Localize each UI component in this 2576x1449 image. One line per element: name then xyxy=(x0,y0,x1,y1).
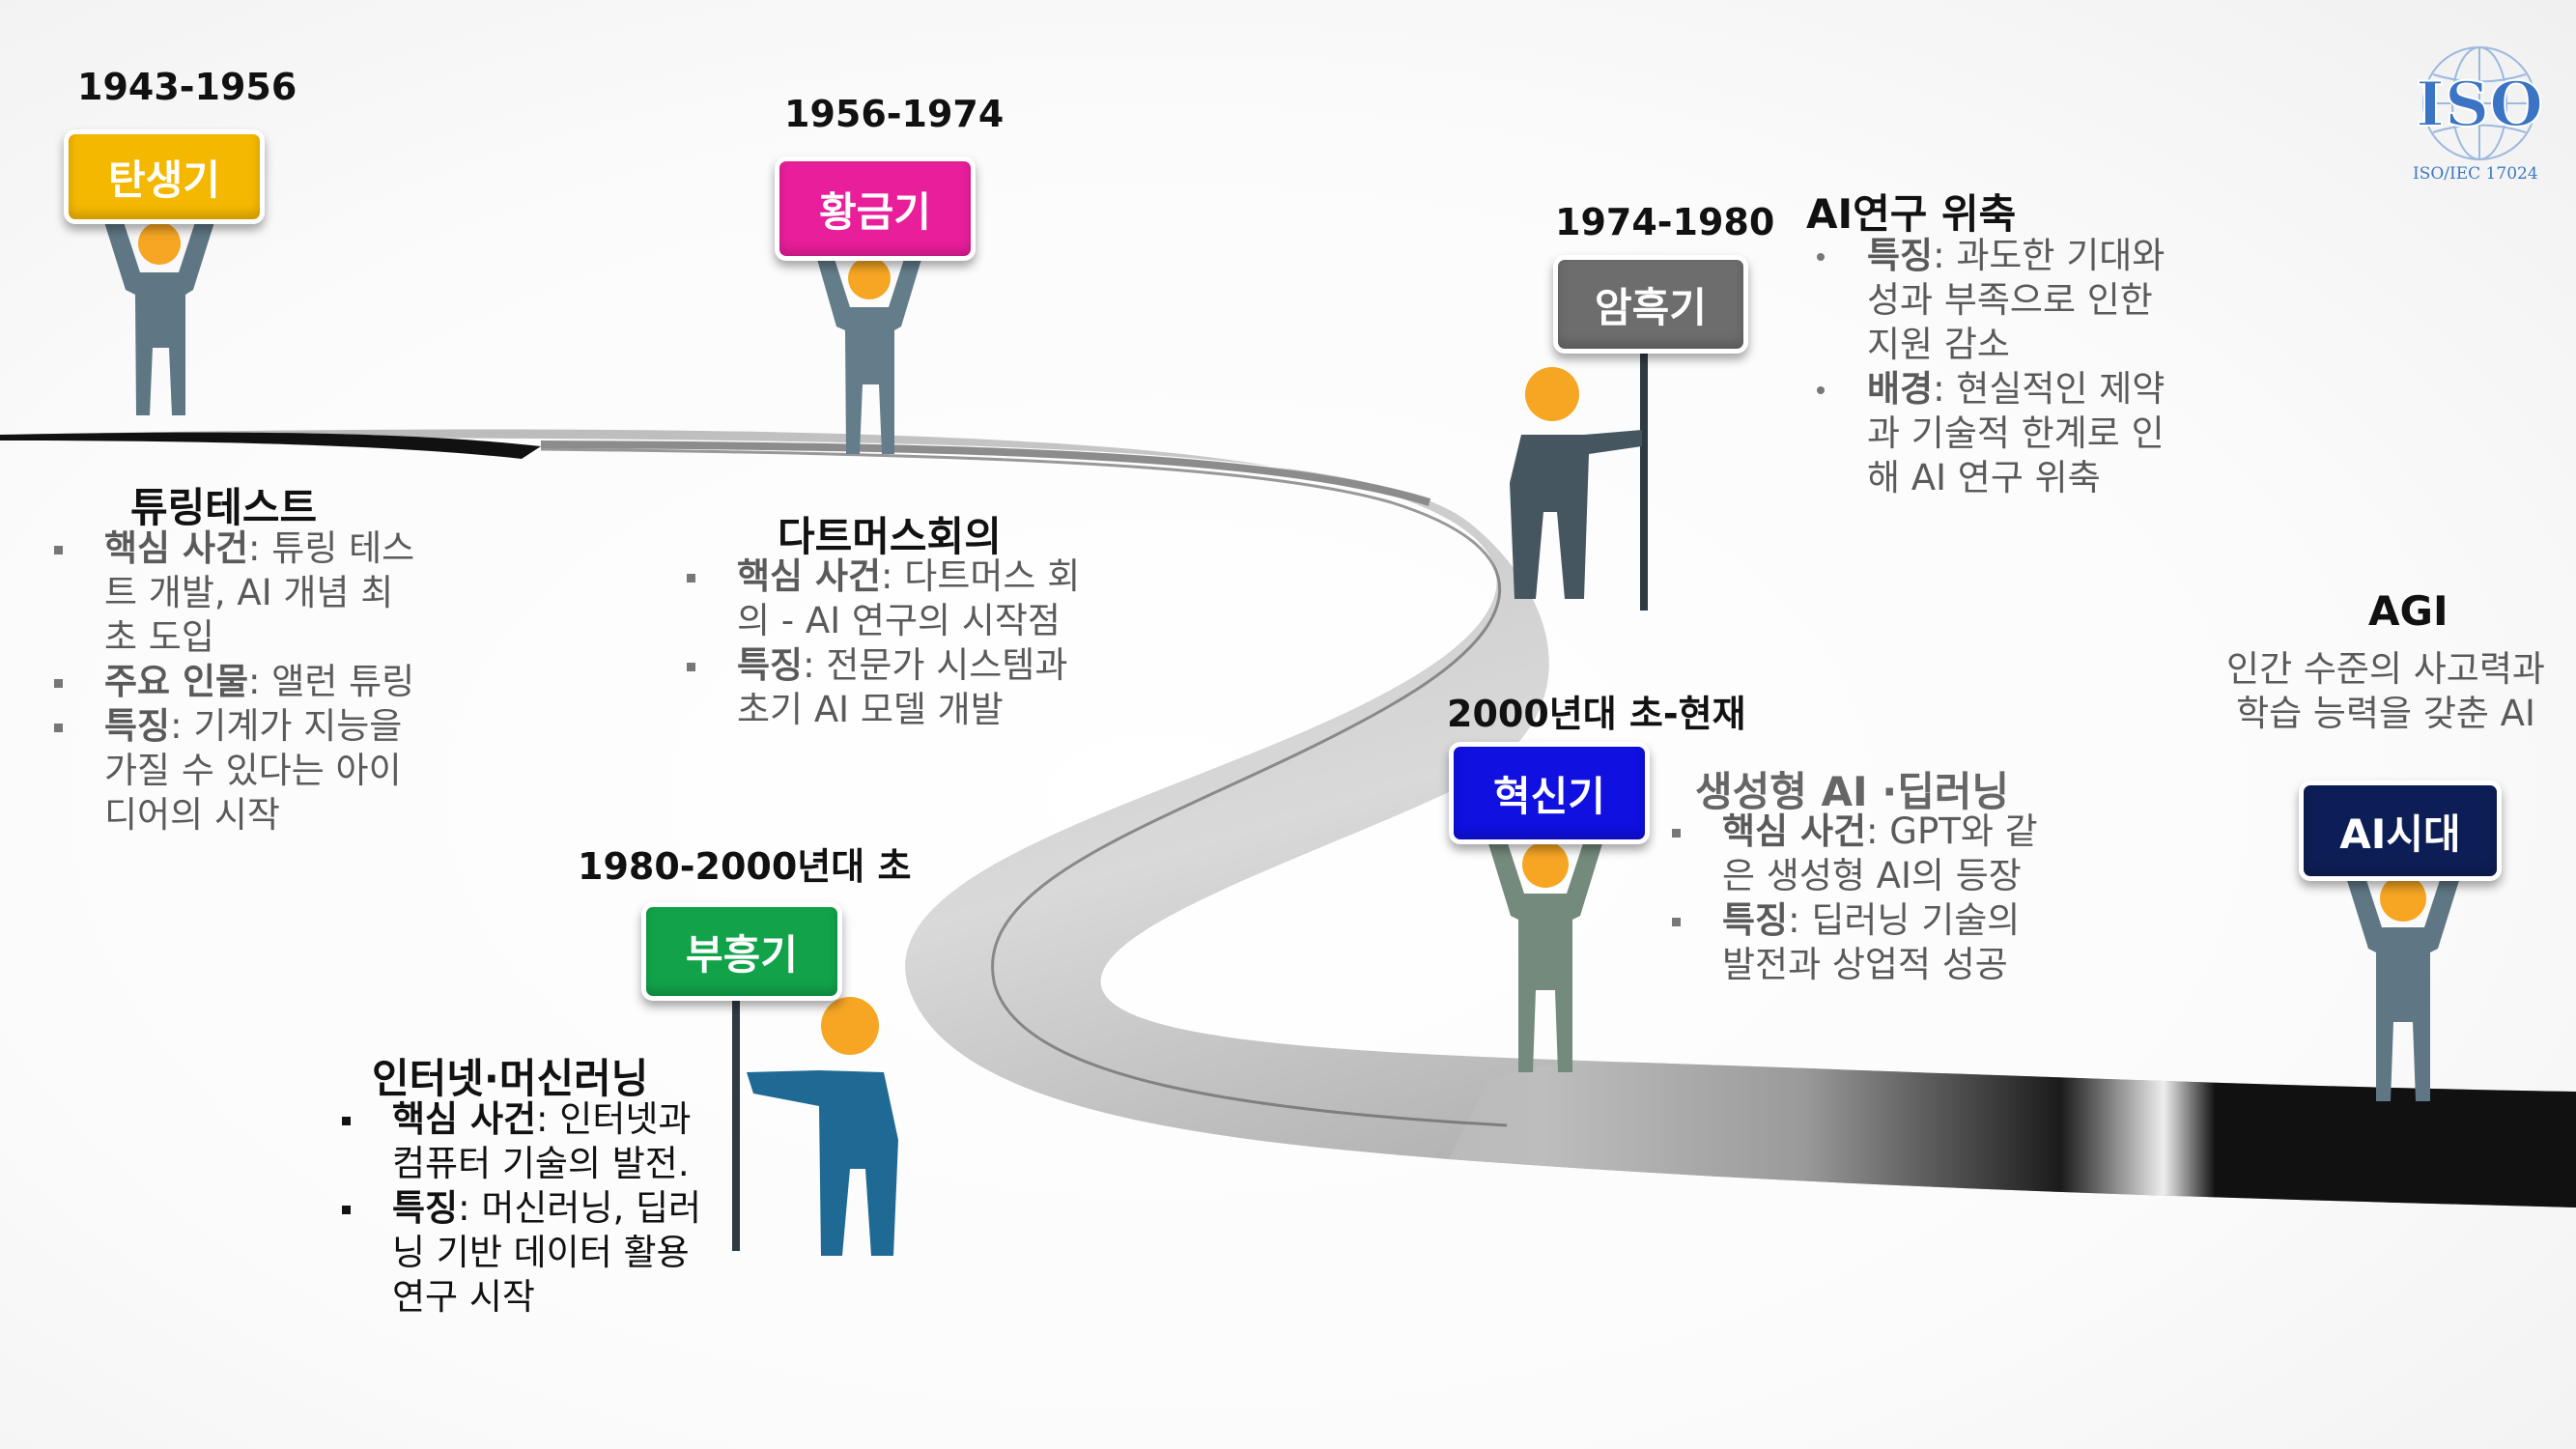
stage1-points: 핵심 사건: 튜링 테스트 개발, AI 개념 최초 도입 주요 인물: 앨런 … xyxy=(48,526,415,838)
stage1-point-1: 핵심 사건: 튜링 테스트 개발, AI 개념 최초 도입 xyxy=(48,526,415,660)
person-figure-5 xyxy=(1487,840,1603,1072)
person-figure-2 xyxy=(816,256,922,454)
stage1-heading: 튜링테스트 xyxy=(130,484,318,531)
iso-subtitle: ISO/IEC 17024 xyxy=(2413,164,2538,184)
stage2-sign: 황금기 xyxy=(775,156,976,261)
stage3-point-2: 배경: 현실적인 제약과 기술적 한계로 인해 AI 연구 위축 xyxy=(1811,367,2178,500)
stage3-point-1: 특징: 과도한 기대와 성과 부족으로 인한 지원 감소 xyxy=(1811,234,2178,367)
stage2-points: 핵심 사건: 다트머스 회의 - AI 연구의 시작점 특징: 전문가 시스템과… xyxy=(681,554,1106,732)
stage5-heading: 생성형 AI ·딥러닝 xyxy=(1695,768,2010,815)
stage1-years: 1943-1956 xyxy=(77,66,297,108)
stage3-heading: AI연구 위축 xyxy=(1806,190,2017,238)
stage6-sign: AI시대 xyxy=(2299,781,2502,881)
person-figure-4 xyxy=(732,985,898,1256)
stage1-sign: 탄생기 xyxy=(64,129,265,224)
stage5-years: 2000년대 초-현재 xyxy=(1447,693,1746,735)
road xyxy=(0,429,2576,1208)
person-figure-3 xyxy=(1510,350,1648,611)
stage5-point-2: 특징: 딥러닝 기술의 발전과 상업적 성공 xyxy=(1666,898,2052,987)
road-end-dark xyxy=(1449,1062,2576,1208)
stage6-description: 인간 수준의 사고력과 학습 능력을 갖춘 AI xyxy=(2226,648,2545,734)
stage6-title: AGI xyxy=(2368,587,2449,635)
road-lane xyxy=(540,447,1508,1127)
person-figure-6 xyxy=(2345,874,2461,1101)
stage3-points: 특징: 과도한 기대와 성과 부족으로 인한 지원 감소 배경: 현실적인 제약… xyxy=(1811,234,2178,500)
stage4-points: 핵심 사건: 인터넷과 컴퓨터 기술의 발전. 특징: 머신러닝, 딥러닝 기반… xyxy=(336,1097,713,1320)
stage1-point-3: 특징: 기계가 지능을 가질 수 있다는 아이디어의 시작 xyxy=(48,704,415,838)
stage2-point-2: 특징: 전문가 시스템과 초기 AI 모델 개발 xyxy=(681,643,1106,732)
stage3-sign: 암흑기 xyxy=(1553,255,1748,354)
stage3-years: 1974-1980 xyxy=(1555,201,1775,243)
stage2-heading: 다트머스회의 xyxy=(778,513,1002,560)
road-edge xyxy=(540,440,1431,506)
stage1-point-2: 주요 인물: 앨런 튜링 xyxy=(48,660,415,704)
stage4-point-2: 특징: 머신러닝, 딥러닝 기반 데이터 활용 연구 시작 xyxy=(336,1186,713,1320)
iso-logo-icon: ISO xyxy=(2415,46,2544,160)
stage4-years: 1980-2000년대 초 xyxy=(578,845,912,888)
stage5-points: 핵심 사건: GPT와 같은 생성형 AI의 등장 특징: 딥러닝 기술의 발전… xyxy=(1666,810,2052,987)
stage4-point-1: 핵심 사건: 인터넷과 컴퓨터 기술의 발전. xyxy=(336,1097,713,1186)
person-figure-1 xyxy=(104,222,214,415)
stage5-sign: 혁신기 xyxy=(1449,742,1650,844)
stage4-sign: 부흥기 xyxy=(641,902,842,1001)
road-shadow xyxy=(0,432,541,459)
stage2-point-1: 핵심 사건: 다트머스 회의 - AI 연구의 시작점 xyxy=(681,554,1106,643)
svg-text:ISO: ISO xyxy=(2416,69,2543,141)
stage5-point-1: 핵심 사건: GPT와 같은 생성형 AI의 등장 xyxy=(1666,810,2052,898)
stage2-years: 1956-1974 xyxy=(784,93,1005,135)
stage4-heading: 인터넷·머신러닝 xyxy=(372,1055,649,1102)
